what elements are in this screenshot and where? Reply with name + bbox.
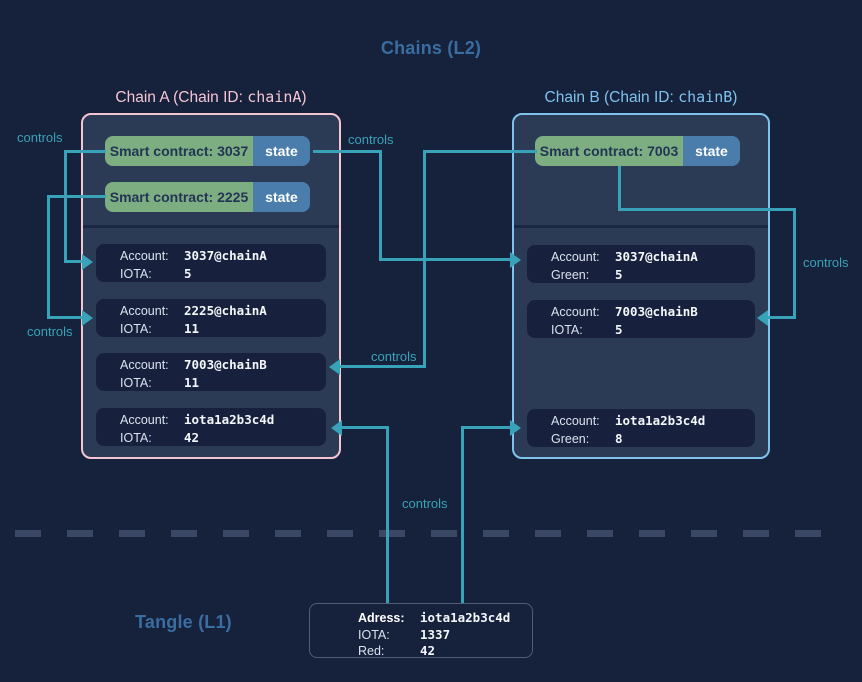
chain-a-title-close: ): [301, 89, 307, 106]
address-value: iota1a2b3c4d: [420, 610, 511, 625]
chain-b-divider: [514, 225, 768, 228]
balance-value: 5: [184, 266, 192, 281]
line-segment: [342, 426, 389, 429]
chain-b-account-3037: Account: 3037@chainA Green: 5: [527, 245, 755, 283]
arrowhead-right-icon: [82, 310, 93, 326]
balance-value: 42: [184, 430, 200, 445]
arrowhead-right-icon: [82, 254, 93, 270]
state-badge: state: [253, 136, 310, 166]
chain-a-account-3037: Account: 3037@chainA IOTA: 5: [96, 244, 326, 282]
balance-key: Green:: [551, 432, 590, 446]
line-segment: [64, 150, 67, 262]
line-segment: [47, 195, 50, 318]
red-key: Red:: [358, 644, 385, 658]
line-segment: [47, 316, 82, 319]
line-segment: [47, 195, 106, 198]
line-segment: [461, 426, 464, 603]
line-segment: [464, 426, 510, 429]
chain-a-id: chainA: [247, 88, 302, 106]
l1-address-box: Adress: iota1a2b3c4d IOTA: 1337 Red: 42: [309, 603, 533, 658]
line-segment: [386, 426, 389, 603]
line-segment: [618, 208, 796, 211]
line-segment: [340, 365, 426, 368]
line-segment: [379, 150, 382, 260]
account-value: 7003@chainB: [184, 357, 267, 372]
line-segment: [618, 166, 621, 211]
chain-a-divider: [83, 225, 339, 228]
tangle-l1-heading: Tangle (L1): [135, 612, 232, 632]
line-segment: [64, 260, 82, 263]
balance-key: IOTA:: [551, 323, 583, 337]
balance-value: 11: [184, 321, 200, 336]
line-segment: [793, 208, 796, 319]
account-key: Account:: [551, 414, 600, 428]
account-key: Account:: [120, 249, 169, 263]
account-key: Account:: [551, 305, 600, 319]
line-segment: [313, 150, 381, 153]
line-segment: [379, 258, 510, 261]
account-key: Account:: [551, 250, 600, 264]
iota-value: 1337: [420, 626, 451, 642]
chain-b-account-7003: Account: 7003@chainB IOTA: 5: [527, 300, 755, 338]
chain-a-title-text: Chain A (Chain ID:: [115, 89, 248, 106]
balance-key: IOTA:: [120, 376, 152, 390]
contract-label: Smart contract: 2225: [105, 182, 253, 212]
chain-a-panel: [81, 113, 341, 459]
account-value: iota1a2b3c4d: [184, 412, 275, 427]
controls-label: controls: [17, 130, 63, 145]
chain-a-account-iota: Account: iota1a2b3c4d IOTA: 42: [96, 408, 326, 446]
red-value: 42: [420, 643, 436, 658]
arrowhead-right-icon: [510, 252, 521, 268]
chain-a-title: Chain A (Chain ID: chainA): [81, 88, 341, 107]
arrowhead-left-icon: [757, 310, 768, 326]
contract-label: Smart contract: 3037: [105, 136, 253, 166]
iota-key: IOTA:: [358, 627, 390, 642]
account-value: 3037@chainA: [184, 248, 267, 263]
account-value: 3037@chainA: [615, 249, 698, 264]
balance-key: IOTA:: [120, 267, 152, 281]
account-value: 2225@chainA: [184, 303, 267, 318]
chain-b-account-iota: Account: iota1a2b3c4d Green: 8: [527, 409, 755, 447]
arrowhead-left-icon: [329, 359, 340, 375]
address-key: Adress:: [358, 611, 405, 625]
controls-label: controls: [371, 349, 417, 364]
chain-a-account-2225: Account: 2225@chainA IOTA: 11: [96, 299, 326, 337]
chain-b-id: chainB: [678, 88, 733, 106]
chain-b-contract-7003: Smart contract: 7003 state: [535, 136, 740, 166]
balance-value: 5: [615, 267, 623, 282]
account-value: 7003@chainB: [615, 304, 698, 319]
account-key: Account:: [120, 304, 169, 318]
chain-b-panel: [512, 113, 770, 459]
chain-b-title: Chain B (Chain ID: chainB): [512, 88, 770, 107]
balance-key: IOTA:: [120, 322, 152, 336]
contract-label: Smart contract: 7003: [535, 136, 683, 166]
arrowhead-right-icon: [510, 420, 521, 436]
layer-separator-dashed-line: [15, 530, 847, 537]
controls-label: controls: [27, 324, 73, 339]
line-segment: [768, 316, 796, 319]
chains-l2-heading: Chains (L2): [380, 38, 482, 58]
line-segment: [423, 150, 537, 153]
account-value: iota1a2b3c4d: [615, 413, 706, 428]
controls-label: controls: [803, 255, 849, 270]
chain-b-title-close: ): [732, 89, 738, 106]
balance-value: 11: [184, 375, 200, 390]
chain-a-contract-3037: Smart contract: 3037 state: [105, 136, 310, 166]
balance-value: 8: [615, 431, 623, 446]
balance-key: IOTA:: [120, 431, 152, 445]
chain-b-title-text: Chain B (Chain ID:: [544, 89, 679, 106]
balance-key: Green:: [551, 268, 590, 282]
account-key: Account:: [120, 413, 169, 427]
state-badge: state: [683, 136, 740, 166]
controls-label: controls: [402, 496, 448, 511]
chain-a-contract-2225: Smart contract: 2225 state: [105, 182, 310, 212]
arrowhead-left-icon: [331, 420, 342, 436]
chain-a-account-7003: Account: 7003@chainB IOTA: 11: [96, 353, 326, 391]
balance-value: 5: [615, 322, 623, 337]
controls-label: controls: [348, 132, 394, 147]
line-segment: [423, 150, 426, 367]
account-key: Account:: [120, 358, 169, 372]
line-segment: [64, 150, 106, 153]
state-badge: state: [253, 182, 310, 212]
